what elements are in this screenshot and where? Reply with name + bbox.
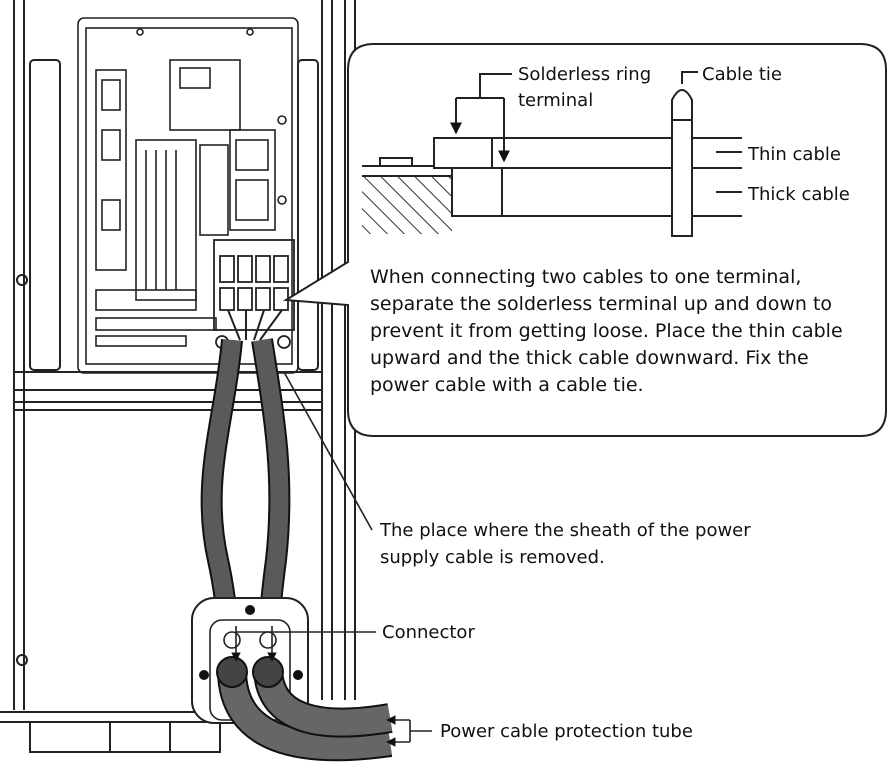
label-leaders bbox=[231, 371, 432, 747]
label-sheath-1: The place where the sheath of the power bbox=[379, 520, 751, 541]
protection-tubes bbox=[216, 656, 393, 762]
label-thin-cable: Thin cable bbox=[747, 144, 841, 165]
label-thick-cable: Thick cable bbox=[747, 184, 850, 205]
label-ring-terminal-1: Solderless ring bbox=[518, 64, 651, 85]
label-ring-terminal-2: terminal bbox=[518, 90, 593, 111]
callout-line-4: upward and the thick cable downward. Fix… bbox=[370, 347, 809, 369]
callout-line-2: separate the solderless terminal up and … bbox=[370, 293, 832, 315]
terminal-block bbox=[213, 239, 295, 349]
label-connector: Connector bbox=[382, 622, 475, 643]
label-protection-tube: Power cable protection tube bbox=[440, 721, 693, 742]
control-board bbox=[77, 17, 299, 374]
callout-line-5: power cable with a cable tie. bbox=[370, 374, 644, 396]
label-cable-tie: Cable tie bbox=[702, 64, 782, 85]
callout-line-1: When connecting two cables to one termin… bbox=[370, 266, 801, 288]
label-sheath-2: supply cable is removed. bbox=[380, 547, 605, 568]
callout-line-3: prevent it from getting loose. Place the… bbox=[370, 320, 843, 342]
terminal-detail bbox=[362, 71, 742, 237]
